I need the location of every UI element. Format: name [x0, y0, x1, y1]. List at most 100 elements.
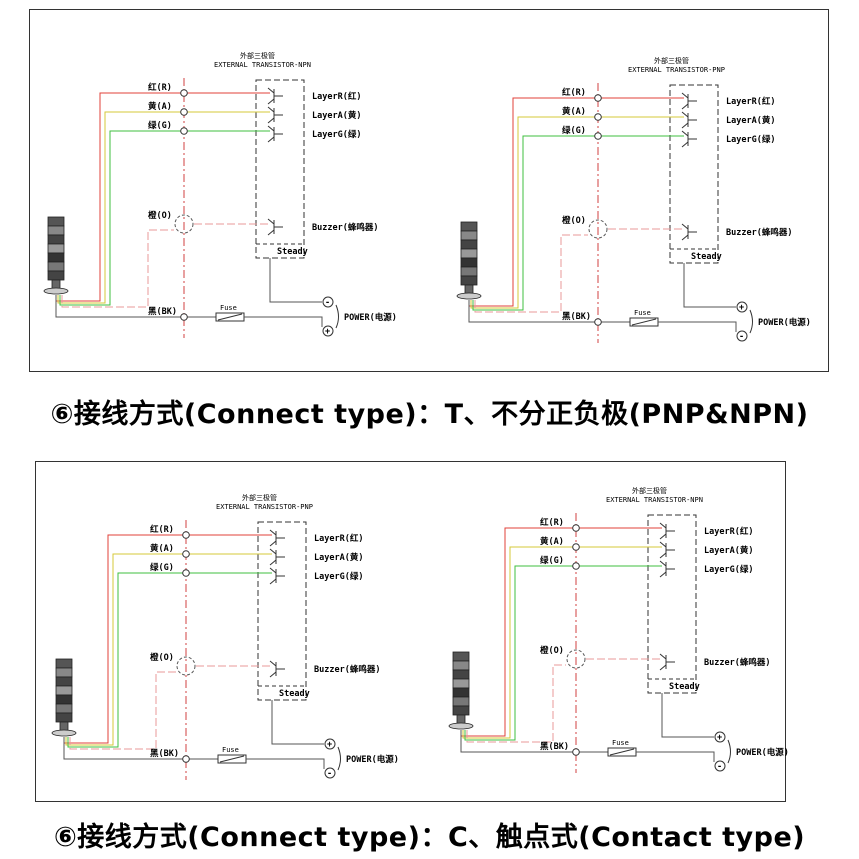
terminal-node: [180, 108, 188, 116]
buzzer-wire: [474, 234, 588, 313]
terminal-node: [180, 89, 188, 97]
layer-label: LayerA(黄): [314, 552, 363, 563]
wire-label: 黄(A): [150, 543, 174, 554]
wire-label: 黑(BK): [540, 741, 569, 752]
signal-wire: [67, 572, 272, 748]
wire-label: 红(R): [540, 517, 564, 528]
power-terminal-bottom: [714, 760, 726, 772]
stack-light-tier: [460, 221, 478, 232]
diagram-panel-bottom: [35, 461, 786, 802]
power-terminal-top: [714, 731, 726, 743]
signal-wire: [57, 111, 270, 304]
layer-label: LayerA(黄): [312, 110, 361, 121]
buzzer-wire: [466, 664, 566, 743]
layer-label: LayerG(绿): [312, 129, 361, 140]
signal-wire: [470, 116, 684, 309]
power-brace: [727, 739, 731, 764]
power-terminal-top: [736, 301, 748, 313]
power-brace: [335, 304, 339, 329]
fuse-element: [609, 748, 635, 756]
power-sign-top: +: [327, 740, 332, 750]
stack-light-tier: [55, 658, 73, 669]
power-terminal-top: [322, 296, 334, 308]
wire-label: 黄(A): [562, 106, 586, 117]
stack-light-tier: [55, 712, 73, 723]
stack-light-tier: [460, 257, 478, 268]
layer-label: LayerR(红): [312, 91, 361, 102]
transistor-symbol: [267, 218, 283, 236]
power-label: POWER(电源): [344, 312, 397, 323]
wire-label: 黄(A): [148, 101, 172, 112]
stack-light-tier: [47, 234, 65, 245]
power-terminal-bottom: [322, 325, 334, 337]
power-wire-high: [269, 258, 322, 303]
wire-label: 红(R): [148, 82, 172, 93]
terminal-node: [594, 318, 602, 326]
power-sign-top: -: [325, 298, 330, 308]
stack-light-tier: [452, 660, 470, 671]
buzzer-wire: [61, 229, 174, 308]
buzzer-terminal: [174, 214, 194, 234]
transistor-collector: [681, 130, 689, 137]
transistor-emitter: [681, 103, 689, 110]
wire-label: 橙(O): [540, 645, 564, 656]
transistor-emitter: [267, 98, 275, 105]
terminal-node: [572, 524, 580, 532]
steady-label: Steady: [277, 247, 308, 257]
transistor-collector: [659, 560, 667, 567]
steady-label: Steady: [669, 682, 700, 692]
signal-wire: [472, 135, 684, 311]
wire-label: 黑(BK): [562, 311, 591, 322]
transistor-collector: [267, 125, 275, 132]
stack-light-tier: [47, 225, 65, 236]
transistor-collector: [681, 92, 689, 99]
wire-label: 橙(O): [562, 215, 586, 226]
stack-light-tier: [47, 261, 65, 272]
fuse-label: Fuse: [222, 746, 239, 754]
transistor-emitter: [267, 229, 275, 236]
terminal-node: [182, 531, 190, 539]
black-wire: [460, 730, 646, 753]
power-brace: [337, 746, 341, 771]
stack-light-tier: [460, 275, 478, 286]
power-terminal-bottom: [324, 767, 336, 779]
wire-label: 绿(G): [540, 555, 564, 566]
layer-label: LayerA(黄): [704, 545, 753, 556]
transistor-emitter: [267, 117, 275, 124]
transistor-symbol: [267, 87, 283, 105]
terminal-node: [180, 127, 188, 135]
terminal-node: [572, 748, 580, 756]
transistor-symbol: [659, 522, 675, 540]
transistor-emitter: [659, 571, 667, 578]
signal-wire: [59, 130, 270, 306]
terminal-node: [572, 543, 580, 551]
power-sign-bottom: -: [739, 332, 744, 342]
transistor-symbol: [269, 567, 285, 585]
diagram-panel-top: [29, 9, 829, 372]
layer-label: LayerG(绿): [726, 134, 775, 145]
transistor-symbol: [269, 660, 285, 678]
buzzer-terminal: [588, 219, 608, 239]
stack-light-tier: [55, 685, 73, 696]
transistor-title-en: EXTERNAL TRANSISTOR-PNP: [628, 66, 725, 74]
transistor-symbol: [681, 130, 697, 148]
stack-light-tier: [460, 230, 478, 241]
stack-light-tier: [55, 703, 73, 714]
stack-light-icon: [51, 658, 77, 737]
transistor-symbol: [681, 111, 697, 129]
layer-label: LayerR(红): [314, 533, 363, 544]
stack-light-icon: [43, 216, 69, 295]
transistor-symbol: [269, 548, 285, 566]
terminal-node: [182, 755, 190, 763]
stack-light-base: [456, 292, 482, 300]
stack-light-tier: [460, 239, 478, 250]
transistor-collector: [659, 653, 667, 660]
caption-bottom: ⑥接线方式(Connect type)：C、触点式(Contact type): [53, 822, 806, 853]
signal-wire: [65, 553, 272, 746]
steady-label: Steady: [279, 689, 310, 699]
transistor-title-cn: 外部三极管: [632, 486, 667, 495]
power-sign-top: +: [739, 303, 744, 313]
transistor-title-cn: 外部三极管: [654, 56, 689, 65]
transistor-symbol: [681, 223, 697, 241]
